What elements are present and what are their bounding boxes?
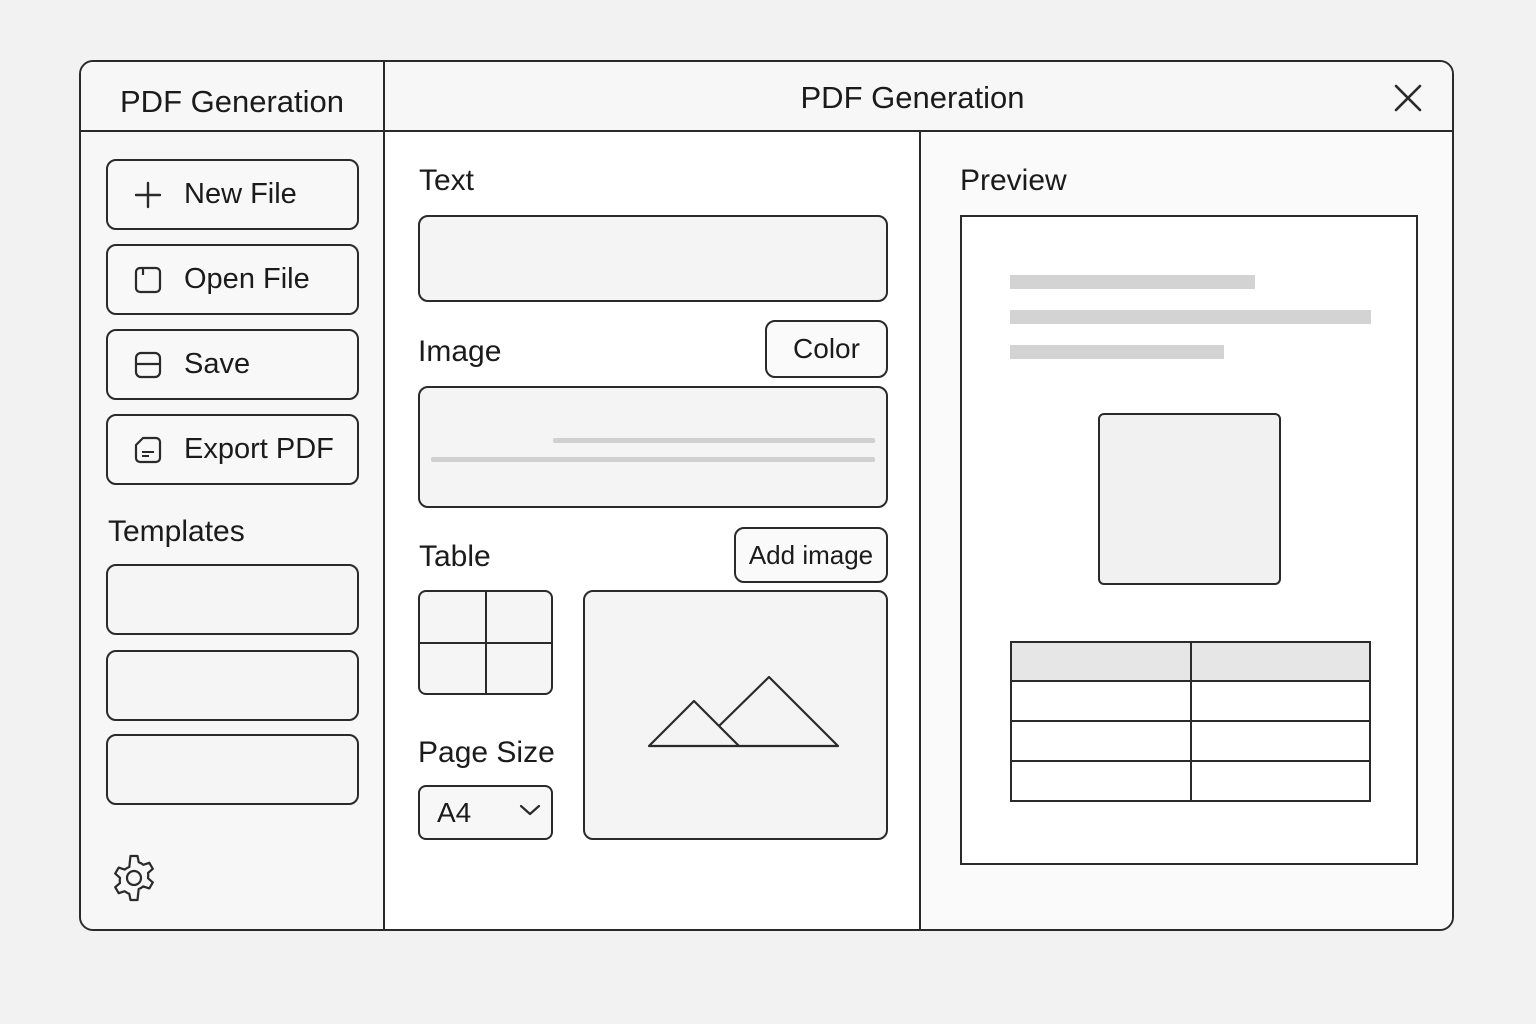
image-field-line [553, 438, 875, 443]
chevron-down-icon [519, 804, 541, 816]
preview-page [960, 215, 1418, 865]
text-input[interactable] [418, 215, 888, 302]
window-title: PDF Generation [800, 80, 1025, 115]
template-slot-2[interactable] [106, 650, 359, 721]
export-pdf-label: Export PDF [184, 433, 334, 465]
table-preview [1010, 641, 1371, 802]
image-field[interactable] [418, 386, 888, 508]
plus-icon [132, 179, 164, 211]
new-file-label: New File [184, 178, 297, 210]
save-icon [132, 349, 164, 381]
text-placeholder-line [1010, 345, 1224, 359]
table-cell [1010, 720, 1192, 762]
image-placeholder-preview [1098, 413, 1281, 585]
color-button[interactable]: Color [765, 320, 888, 378]
table-grid-icon[interactable] [418, 590, 553, 695]
mountains-icon [647, 675, 840, 748]
add-image-button[interactable]: Add image [734, 527, 888, 583]
table-cell [1010, 760, 1192, 802]
table-cell [1189, 680, 1371, 722]
image-placeholder[interactable] [583, 590, 888, 840]
color-button-label: Color [793, 333, 860, 364]
template-slot-3[interactable] [106, 734, 359, 805]
table-cell [1010, 641, 1192, 682]
folder-icon [132, 264, 164, 296]
table-label: Table [419, 540, 491, 573]
page-size-value: A4 [437, 796, 472, 828]
page-size-select[interactable]: A4 [418, 785, 553, 840]
text-placeholder-line [1010, 275, 1255, 289]
header: PDF Generation [385, 62, 1452, 132]
open-file-label: Open File [184, 263, 310, 295]
table-cell [1189, 720, 1371, 762]
text-placeholder-line [1010, 310, 1371, 324]
save-label: Save [184, 348, 251, 380]
page-size-label: Page Size [418, 736, 555, 769]
image-label: Image [418, 335, 502, 368]
new-file-button[interactable]: New File [106, 159, 359, 230]
add-image-label: Add image [748, 539, 874, 570]
templates-heading: Templates [108, 515, 245, 548]
sidebar: PDF Generation New File Open File Save E… [81, 62, 385, 929]
table-cell [1010, 680, 1192, 722]
template-slot-1[interactable] [106, 564, 359, 635]
document-icon [132, 434, 164, 466]
save-button[interactable]: Save [106, 329, 359, 400]
image-field-line [431, 457, 875, 462]
text-label: Text [419, 164, 475, 197]
close-icon[interactable] [1392, 82, 1424, 114]
table-cell [1189, 760, 1371, 802]
gear-icon[interactable] [108, 852, 160, 904]
preview-title: Preview [960, 164, 1067, 197]
sidebar-title: PDF Generation [81, 62, 383, 132]
app-window: PDF Generation New File Open File Save E… [79, 60, 1454, 931]
editor-panel: Text Image Color Table Add image Page Si… [385, 132, 921, 929]
table-cell [1189, 641, 1371, 682]
open-file-button[interactable]: Open File [106, 244, 359, 315]
export-pdf-button[interactable]: Export PDF [106, 414, 359, 485]
preview-panel: Preview [921, 132, 1452, 929]
